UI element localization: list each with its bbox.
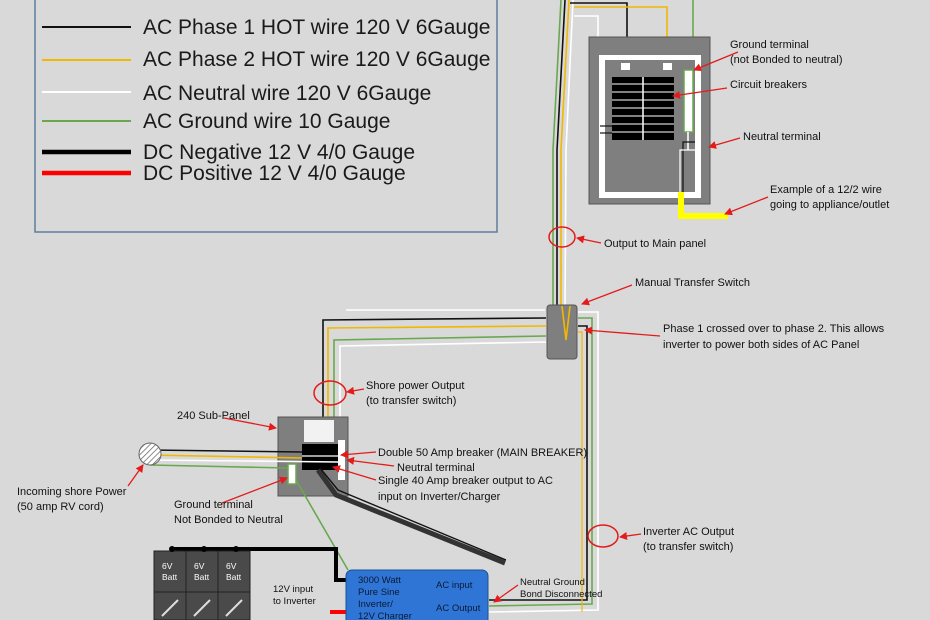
legend-label-dc-neg: DC Negative 12 V 4/0 Gauge <box>143 141 415 164</box>
battery-2-label: Batt <box>194 572 210 582</box>
label-manual-transfer-switch: Manual Transfer Switch <box>635 277 750 289</box>
label-example-wire-1: Example of a 12/2 wire <box>770 184 882 196</box>
inverter-label-2: Pure Sine <box>358 587 400 598</box>
sub-neutral-terminal <box>338 440 345 480</box>
label-circuit-breakers: Circuit breakers <box>730 79 808 91</box>
output-main-panel-circle <box>548 226 576 248</box>
label-neutral-terminal-sub: Neutral terminal <box>397 462 475 474</box>
label-incoming-shore-2: (50 amp RV cord) <box>17 501 104 513</box>
label-inverter-output-2: (to transfer switch) <box>643 541 733 553</box>
pointer-arrows <box>127 51 769 603</box>
main-panel <box>588 36 728 219</box>
label-sub-panel: 240 Sub-Panel <box>177 410 250 422</box>
inverter-label-4: 12V Charger <box>358 611 412 620</box>
transfer-switch-box <box>546 304 578 360</box>
battery-2-voltage: 6V <box>194 561 205 571</box>
label-single-breaker-2: input on Inverter/Charger <box>378 491 501 503</box>
legend-label-ground: AC Ground wire 10 Gauge <box>143 110 390 133</box>
inverter-ac-output-label: AC Output <box>436 603 481 614</box>
inverter-output-circle <box>587 524 619 548</box>
label-neutral-ground-1: Neutral Ground <box>520 577 585 588</box>
ground-terminal-bar <box>683 69 694 133</box>
legend-label-hot2: AC Phase 2 HOT wire 120 V 6Gauge <box>143 48 490 71</box>
wire-ground-inverter-out <box>488 317 593 607</box>
sub-ground-terminal <box>287 463 297 485</box>
inverter-charger: 3000 Watt Pure Sine Inverter/ 12V Charge… <box>345 569 489 620</box>
battery-1-voltage: 6V <box>162 561 173 571</box>
wire-neutral-inverter-out <box>488 311 599 613</box>
label-ground-terminal-main-2: (not Bonded to neutral) <box>730 54 843 66</box>
shore-cord-plug <box>138 442 162 466</box>
label-single-breaker-1: Single 40 Amp breaker output to AC <box>378 475 553 487</box>
legend: AC Phase 1 HOT wire 120 V 6Gauge AC Phas… <box>34 0 498 233</box>
example-12-2-wire <box>678 192 728 219</box>
transfer-switch <box>346 304 599 613</box>
label-incoming-shore-1: Incoming shore Power <box>17 486 127 498</box>
wire-hot-inverter-out <box>489 325 588 601</box>
main-panel-lug-2 <box>663 63 672 70</box>
dc-negative-cable <box>173 547 346 582</box>
label-ground-terminal-main-1: Ground terminal <box>730 39 809 51</box>
label-example-wire-2: going to appliance/outlet <box>770 199 889 211</box>
legend-label-dc-pos: DC Positive 12 V 4/0 Gauge <box>143 162 406 185</box>
wire-hot2-trunk <box>560 0 570 310</box>
inverter-label-3: Inverter/ <box>358 599 393 610</box>
circuit-breaker-stack <box>612 77 674 140</box>
label-phase-crossed-2: inverter to power both sides of AC Panel <box>663 339 859 351</box>
label-ground-terminal-sub-1: Ground terminal <box>174 499 253 511</box>
label-12v-input-2: to Inverter <box>273 596 316 607</box>
battery-bank: 6V Batt 6V Batt 6V Batt <box>153 546 348 620</box>
wire-hot1-trunk <box>556 0 566 310</box>
wires-shore-output <box>322 317 547 420</box>
inverter-ac-input-label: AC input <box>436 580 473 591</box>
legend-label-hot1: AC Phase 1 HOT wire 120 V 6Gauge <box>143 16 490 39</box>
wire-ground-trunk <box>552 0 562 310</box>
label-shore-output-2: (to transfer switch) <box>366 395 456 407</box>
wire-neutral-trunk <box>564 0 574 311</box>
shore-output-circle <box>313 380 347 406</box>
legend-border <box>34 0 498 233</box>
label-ground-terminal-sub-2: Not Bonded to Neutral <box>174 514 283 526</box>
battery-3-voltage: 6V <box>226 561 237 571</box>
sub-panel <box>138 416 507 571</box>
label-phase-crossed-1: Phase 1 crossed over to phase 2. This al… <box>663 323 885 335</box>
label-12v-input-1: 12V input <box>273 584 314 595</box>
battery-3-label: Batt <box>226 572 242 582</box>
highlight-circles <box>313 226 619 548</box>
inverter-label-1: 3000 Watt <box>358 575 401 586</box>
phase-crossover <box>561 305 571 341</box>
label-inverter-output-1: Inverter AC Output <box>643 526 734 538</box>
main-panel-lug-1 <box>621 63 630 70</box>
label-neutral-terminal-main: Neutral terminal <box>743 131 821 143</box>
label-double-breaker: Double 50 Amp breaker (MAIN BREAKER) <box>378 447 587 459</box>
battery-1-label: Batt <box>162 572 178 582</box>
label-neutral-ground-2: Bond Disconnected <box>520 589 602 600</box>
cable-to-inverter-input <box>315 468 506 566</box>
inverter-box <box>345 569 489 620</box>
double-50-amp-breaker <box>302 444 339 470</box>
label-shore-output-1: Shore power Output <box>366 380 464 392</box>
annotation-labels: Ground terminal (not Bonded to neutral) … <box>17 39 889 607</box>
legend-label-neutral: AC Neutral wire 120 V 6Gauge <box>143 82 431 105</box>
label-output-main-panel: Output to Main panel <box>604 238 706 250</box>
